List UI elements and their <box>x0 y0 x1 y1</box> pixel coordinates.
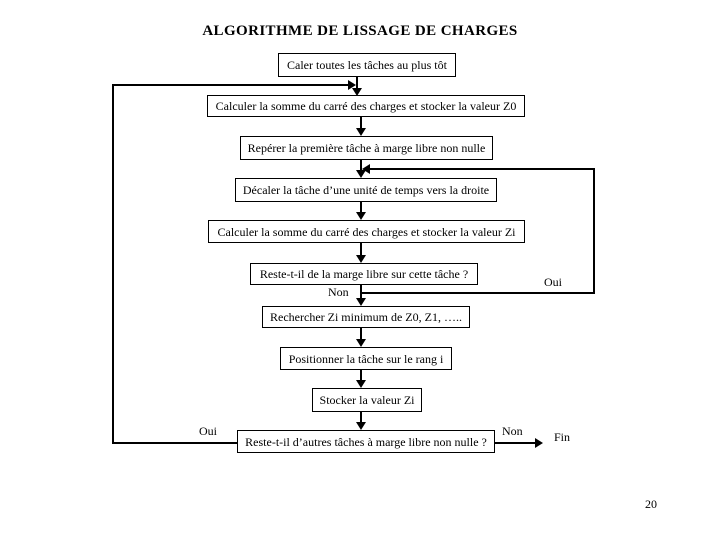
connector-oui-branch <box>360 292 595 294</box>
arrowhead-right-loop-join <box>362 164 370 174</box>
connector-calculerzi-to-restemarge <box>360 243 362 256</box>
flowchart-node-stocker-zi: Stocker la valeur Zi <box>312 388 422 412</box>
arrowhead-into-reperer <box>356 128 366 136</box>
edge-label-non-middle: Non <box>328 285 349 299</box>
arrowhead-into-rechercher <box>356 298 366 306</box>
arrowhead-into-fin <box>535 438 543 448</box>
edge-label-oui-left: Oui <box>199 424 217 438</box>
flowchart-node-reste-marge: Reste-t-il de la marge libre sur cette t… <box>250 263 478 285</box>
page-title: ALGORITHME DE LISSAGE DE CHARGES <box>202 23 518 39</box>
edge-label-non-bottom: Non <box>502 424 523 438</box>
terminator-label-fin: Fin <box>554 430 571 444</box>
flowchart-node-caler-taches: Caler toutes les tâches au plus tôt <box>278 53 456 77</box>
flowchart-node-reperer-tache: Repérer la première tâche à marge libre … <box>240 136 493 160</box>
connector-restemarge-to-rechercher <box>360 285 362 299</box>
arrowhead-left-loop-join <box>348 80 356 90</box>
flowchart-node-decaler-tache: Décaler la tâche d’une unité de temps ve… <box>235 178 497 202</box>
connector-resteautres-to-fin <box>495 442 535 444</box>
flowchart-node-reste-autres-taches: Reste-t-il d’autres tâches à marge libre… <box>237 430 495 453</box>
connector-caler-to-calculerz0 <box>356 77 358 89</box>
arrowhead-into-calculerzi <box>356 212 366 220</box>
connector-reperer-to-decaler <box>360 160 362 171</box>
arrowhead-into-decaler <box>356 170 366 178</box>
connector-right-loop-vertical <box>593 168 595 294</box>
connector-rechercher-to-positionner <box>360 328 362 340</box>
connector-decaler-to-calculerzi <box>360 202 362 213</box>
page-number: 20 <box>645 497 657 511</box>
connector-calculerz0-to-reperer <box>360 117 362 129</box>
connector-left-loop-vertical <box>112 84 114 444</box>
connector-left-loop-bottom <box>112 442 238 444</box>
arrowhead-into-restemarge <box>356 255 366 263</box>
arrowhead-into-calculerz0 <box>352 88 362 96</box>
connector-stocker-to-resteautres <box>360 412 362 423</box>
arrowhead-into-stocker <box>356 380 366 388</box>
arrowhead-into-positionner <box>356 339 366 347</box>
flowchart-node-positionner-tache: Positionner la tâche sur le rang i <box>280 347 452 370</box>
arrowhead-into-resteautres <box>356 422 366 430</box>
connector-right-loop-top <box>370 168 595 170</box>
flowchart-node-calculer-zi: Calculer la somme du carré des charges e… <box>208 220 525 243</box>
flowchart-node-rechercher-zi: Rechercher Zi minimum de Z0, Z1, ….. <box>262 306 470 328</box>
connector-left-loop-top <box>112 84 348 86</box>
connector-positionner-to-stocker <box>360 370 362 381</box>
flowchart-node-calculer-z0: Calculer la somme du carré des charges e… <box>207 95 525 117</box>
edge-label-oui-right: Oui <box>544 275 562 289</box>
